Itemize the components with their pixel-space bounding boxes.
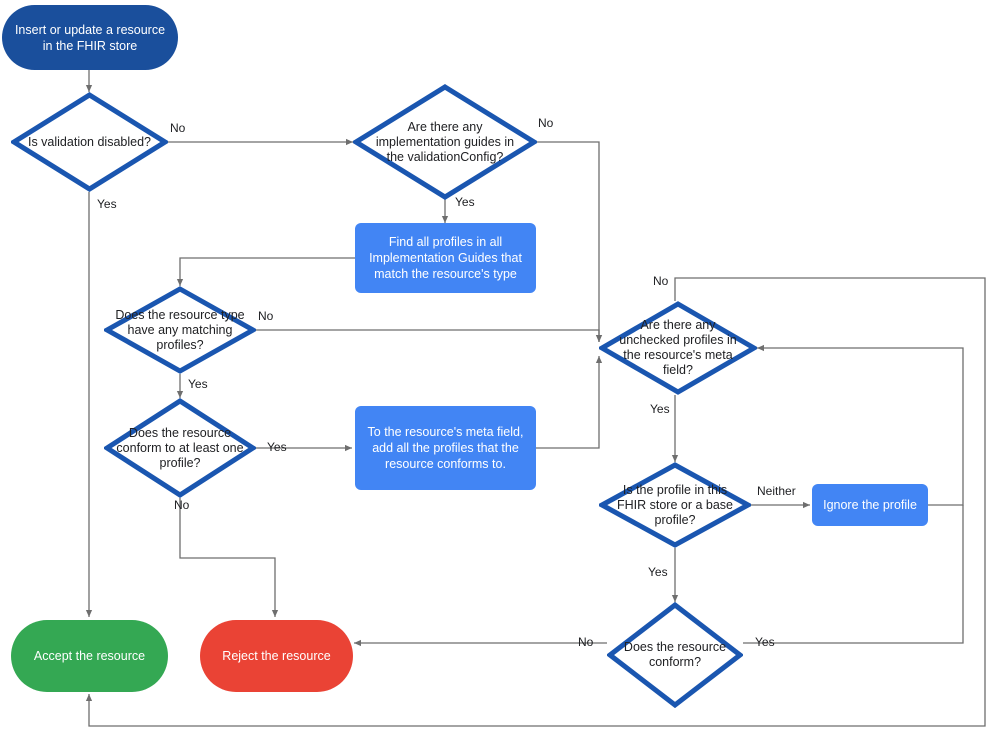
node-implementation-guides-label: Are there any implementation guides in t… <box>375 119 515 164</box>
node-ignore-profile-label: Ignore the profile <box>823 498 917 512</box>
edge-label-conformone-no: No <box>174 498 190 512</box>
edge-ignore-to-unchecked <box>757 344 964 506</box>
node-implementation-guides[interactable]: Are there any implementation guides in t… <box>353 84 537 200</box>
edge-label-location-yes: Yes <box>648 565 668 579</box>
edge-label-matching-no: No <box>258 309 274 323</box>
edge-findprofiles-to-matching <box>176 257 355 286</box>
diamond-shape <box>599 301 757 395</box>
node-resource-conform-label: Does the resource conform? <box>623 640 727 669</box>
edge-label-unchecked-no: No <box>653 274 669 288</box>
node-profile-location[interactable]: Is the profile in this FHIR store or a b… <box>599 462 751 548</box>
node-accept-label: Accept the resource <box>33 649 146 663</box>
edge-label-validation-yes: Yes <box>97 197 117 211</box>
edge-guides-no <box>537 141 603 342</box>
edge-label-guides-yes: Yes <box>455 195 475 209</box>
node-unchecked-profiles[interactable]: Are there any unchecked profiles in the … <box>599 301 757 395</box>
node-matching-profiles[interactable]: Does the resource type have any matching… <box>104 286 256 374</box>
diamond-shape <box>104 286 256 374</box>
edge-label-location-neither: Neither <box>757 484 796 498</box>
node-unchecked-profiles-label: Are there any unchecked profiles in the … <box>619 318 737 377</box>
diamond-shape <box>104 398 256 498</box>
node-start[interactable]: Insert or update a resource in the FHIR … <box>2 5 178 70</box>
diamond-shape <box>599 462 751 548</box>
node-validation-disabled-label: Is validation disabled? <box>27 134 151 149</box>
diamond-shape <box>353 84 537 200</box>
edge-label-validation-no: No <box>170 121 186 135</box>
edge-label-matching-yes: Yes <box>188 377 208 391</box>
node-start-label: Insert or update a resource in the FHIR … <box>14 22 166 53</box>
node-add-profiles-meta-label: To the resource's meta field, add all th… <box>367 425 524 471</box>
edge-label-conform-no: No <box>578 635 594 649</box>
node-add-profiles-meta[interactable]: To the resource's meta field, add all th… <box>355 406 536 490</box>
node-resource-conform[interactable]: Does the resource conform? <box>607 602 743 708</box>
edge-addmeta-to-unchecked <box>536 356 603 449</box>
diamond-shape <box>607 602 743 708</box>
edge-conformone-no <box>179 498 279 617</box>
node-accept[interactable]: Accept the resource <box>11 620 168 692</box>
node-find-profiles-label: Find all profiles in all Implementation … <box>369 235 522 281</box>
node-reject[interactable]: Reject the resource <box>200 620 353 692</box>
node-reject-label: Reject the resource <box>222 649 331 663</box>
node-ignore-profile[interactable]: Ignore the profile <box>812 484 928 526</box>
node-conform-one-profile-label: Does the resource conform to at least on… <box>116 425 244 470</box>
node-matching-profiles-label: Does the resource type have any matching… <box>115 307 245 352</box>
node-profile-location-label: Is the profile in this FHIR store or a b… <box>616 482 733 527</box>
edge-label-guides-no: No <box>538 116 554 130</box>
node-conform-one-profile[interactable]: Does the resource conform to at least on… <box>104 398 256 498</box>
edge-label-conformone-yes: Yes <box>267 440 287 454</box>
edge-label-unchecked-yes: Yes <box>650 402 670 416</box>
edge-matching-no <box>248 329 603 342</box>
node-find-profiles[interactable]: Find all profiles in all Implementation … <box>355 223 536 293</box>
node-validation-disabled[interactable]: Is validation disabled? <box>11 92 168 192</box>
edge-label-conform-yes: Yes <box>755 635 775 649</box>
diamond-shape <box>11 92 168 192</box>
